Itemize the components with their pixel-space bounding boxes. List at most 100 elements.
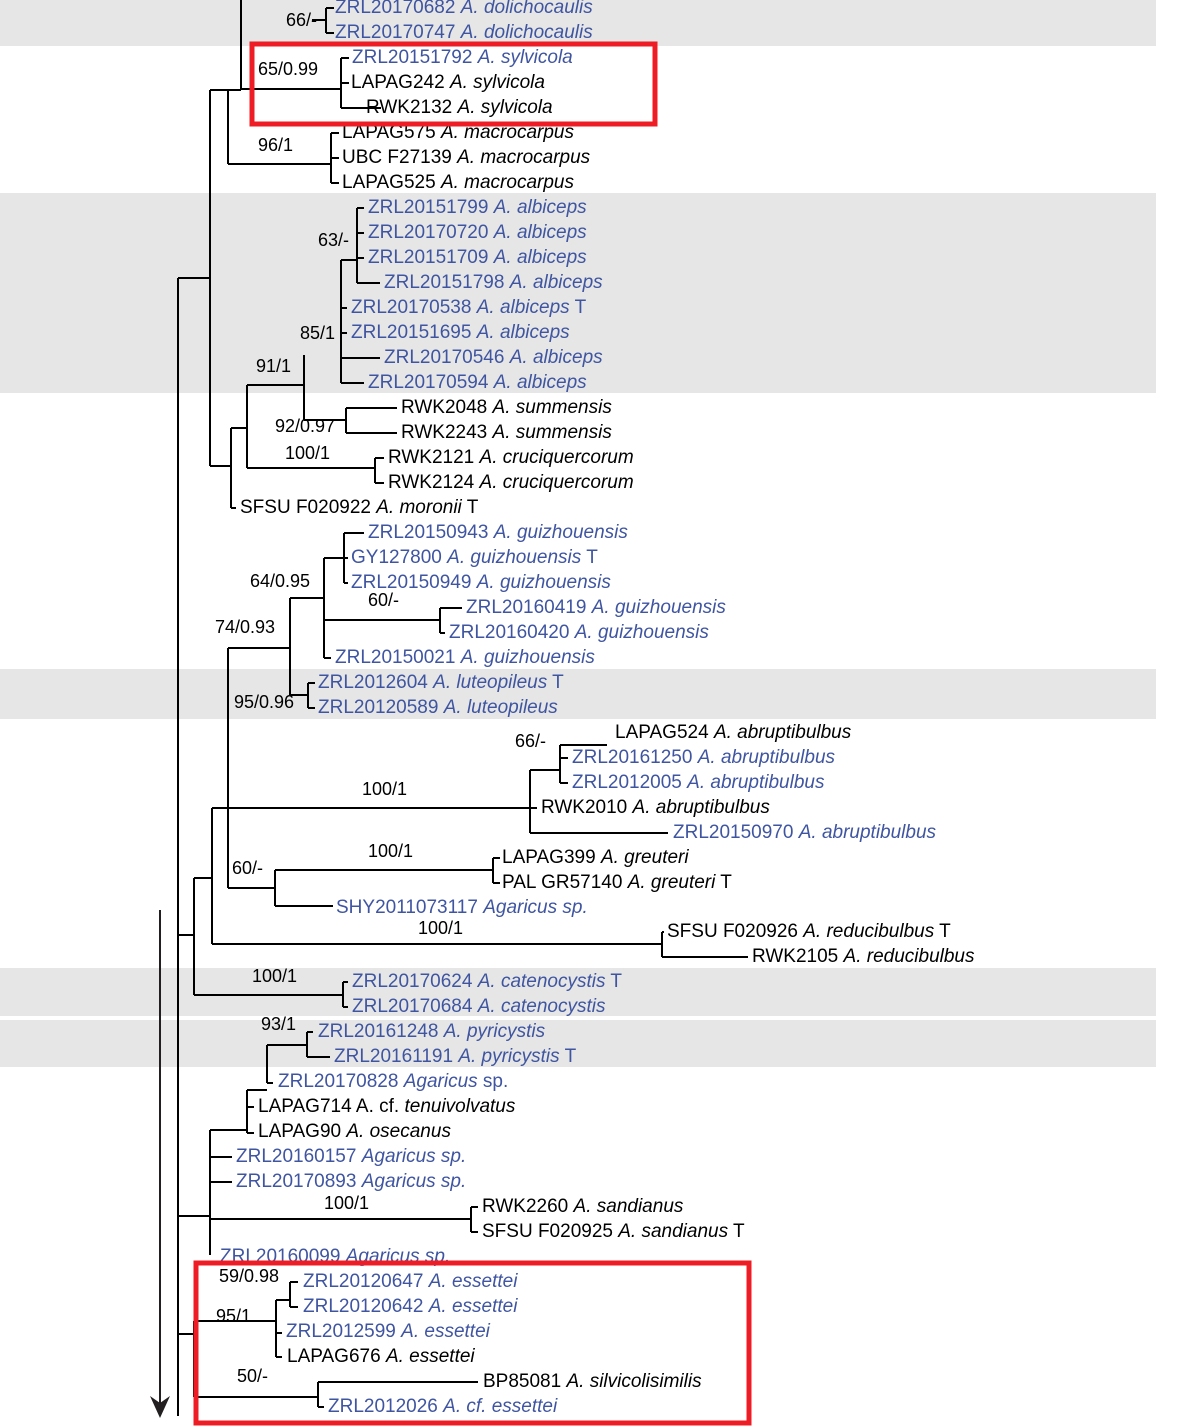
taxon-name: A. greuteri (627, 872, 716, 893)
shade-band-pyricystis (0, 1020, 1156, 1067)
taxon-suffix: T (934, 921, 951, 942)
taxon-code: ZRL20151798 (384, 272, 510, 293)
taxon-code: ZRL20170594 (368, 372, 494, 393)
shade-band-luteopileus (0, 669, 1156, 719)
taxon-label: ZRL20151792 A. sylvicola (352, 47, 573, 68)
taxon-name: A. albiceps (493, 372, 587, 393)
taxon-prefix: A. cf. (356, 1096, 405, 1117)
taxon-name: A. moronii (375, 497, 462, 518)
taxon-code: UBC F27139 (342, 147, 457, 168)
taxon-label: SFSU F020925 A. sandianus T (482, 1221, 745, 1242)
support-value: 92/0.97 (275, 416, 335, 436)
taxon-code: ZRL20170828 (278, 1071, 404, 1092)
taxon-name: A. abruptibulbus (697, 747, 836, 768)
taxon-label: SFSU F020926 A. reducibulbus T (667, 921, 951, 942)
taxon-label: ZRL20151799 A. albiceps (368, 197, 587, 218)
taxon-name: Agaricus (403, 1071, 478, 1092)
taxon-label: RWK2132 A. sylvicola (366, 97, 553, 118)
support-value: 85/1 (300, 323, 335, 343)
taxon-label: LAPAG90 A. osecanus (258, 1121, 451, 1142)
taxon-code: ZRL2012604 (318, 672, 433, 693)
taxon-name: A. essettei (428, 1271, 518, 1292)
taxon-code: ZRL20150943 (368, 522, 494, 543)
taxon-name: A. essettei (400, 1321, 490, 1342)
taxon-name: A. essettei (428, 1296, 518, 1317)
taxon-name: A. guizhouensis (591, 597, 727, 618)
taxon-name: Agaricus sp. (482, 897, 588, 918)
taxon-label: ZRL20120647 A. essettei (303, 1271, 518, 1292)
taxon-name: Agaricus sp. (361, 1146, 467, 1167)
support-value: 95/0.96 (234, 692, 294, 712)
taxon-label: ZRL20170720 A. albiceps (368, 222, 587, 243)
taxon-code: RWK2132 (366, 97, 458, 118)
taxon-code: ZRL20161191 (334, 1046, 458, 1067)
taxon-label: ZRL20120589 A. luteopileus (318, 697, 558, 718)
taxon-suffix: T (728, 1221, 745, 1242)
taxon-label: ZRL20151798 A. albiceps (384, 272, 603, 293)
shade-band-dolichocaulis (0, 0, 1156, 46)
taxon-code: ZRL20160420 (449, 622, 575, 643)
taxon-code: LAPAG524 (615, 722, 714, 743)
taxon-name: A. sandianus (573, 1196, 684, 1217)
taxon-code: LAPAG714 (258, 1096, 356, 1117)
taxon-name: A. macrocarpus (440, 122, 575, 143)
taxon-suffix: T (581, 547, 598, 568)
taxon-suffix: T (547, 672, 564, 693)
taxon-label: ZRL20170747 A. dolichocaulis (335, 22, 593, 43)
taxon-name: A. guizhouensis (476, 572, 612, 593)
taxon-code: ZRL20151709 (368, 247, 494, 268)
support-value: 100/1 (368, 841, 413, 861)
taxon-name: A. cf. essettei (442, 1396, 558, 1417)
taxon-label: LAPAG525 A. macrocarpus (342, 172, 574, 193)
highlight-box-2 (193, 1260, 752, 1426)
taxon-label: ZRL20170594 A. albiceps (368, 372, 587, 393)
taxon-code: ZRL2012599 (286, 1321, 401, 1342)
support-value: 93/1 (261, 1014, 296, 1034)
taxon-code: ZRL20170546 (384, 347, 510, 368)
taxon-code: ZRL20151799 (368, 197, 494, 218)
taxon-label: ZRL2012599 A. essettei (286, 1321, 491, 1342)
taxon-label: RWK2105 A. reducibulbus (752, 946, 975, 967)
taxon-label: BP85081 A. silvicolisimilis (483, 1371, 702, 1392)
taxon-label: LAPAG242 A. sylvicola (351, 72, 545, 93)
taxon-name: A. greuteri (600, 847, 689, 868)
taxon-name: A. catenocystis (477, 971, 606, 992)
taxon-name: A. albiceps (493, 197, 587, 218)
support-value: 96/1 (258, 135, 293, 155)
taxon-label: ZRL20170624 A. catenocystis T (352, 971, 622, 992)
taxon-label: ZRL2012026 A. cf. essettei (328, 1396, 558, 1417)
taxon-code: ZRL20150021 (335, 647, 461, 668)
taxon-code: ZRL20161250 (572, 747, 698, 768)
taxon-suffix: sp. (478, 1071, 509, 1092)
taxon-name: A. albiceps (493, 222, 587, 243)
highlight-box-1 (249, 41, 658, 127)
taxon-name: A. silvicolisimilis (565, 1371, 702, 1392)
taxon-name: A. reducibulbus (802, 921, 934, 942)
taxon-code: SFSU F020925 (482, 1221, 618, 1242)
support-value: 100/1 (418, 918, 463, 938)
taxon-label: ZRL20161248 A. pyricystis (318, 1021, 546, 1042)
taxon-label: SFSU F020922 A. moronii T (240, 497, 479, 518)
taxon-code: ZRL20120642 (303, 1296, 429, 1317)
taxon-name: A. essettei (385, 1346, 475, 1367)
taxon-label: LAPAG714 A. cf. tenuivolvatus (258, 1096, 516, 1117)
taxon-code: ZRL20120647 (303, 1271, 429, 1292)
taxon-label: ZRL20150970 A. abruptibulbus (673, 822, 937, 843)
taxon-code: RWK2243 (401, 422, 493, 443)
taxon-name: A. sylvicola (449, 72, 545, 93)
taxon-code: RWK2048 (401, 397, 493, 418)
taxon-name: A. summensis (492, 422, 613, 443)
taxon-code: ZRL20170720 (368, 222, 494, 243)
support-value: 91/1 (256, 356, 291, 376)
taxon-name: A. luteopileus (443, 697, 559, 718)
taxon-name: A. dolichocaulis (460, 22, 594, 43)
taxon-suffix: T (462, 497, 479, 518)
taxon-label: RWK2260 A. sandianus (482, 1196, 684, 1217)
continuation-arrow (150, 910, 170, 1418)
taxon-code: ZRL20160419 (466, 597, 592, 618)
taxon-name: A. sylvicola (457, 97, 553, 118)
support-value: 60/- (368, 590, 399, 610)
taxon-code: ZRL20150970 (673, 822, 799, 843)
taxon-code: RWK2105 (752, 946, 844, 967)
taxon-label: RWK2121 A. cruciquercorum (388, 447, 634, 468)
